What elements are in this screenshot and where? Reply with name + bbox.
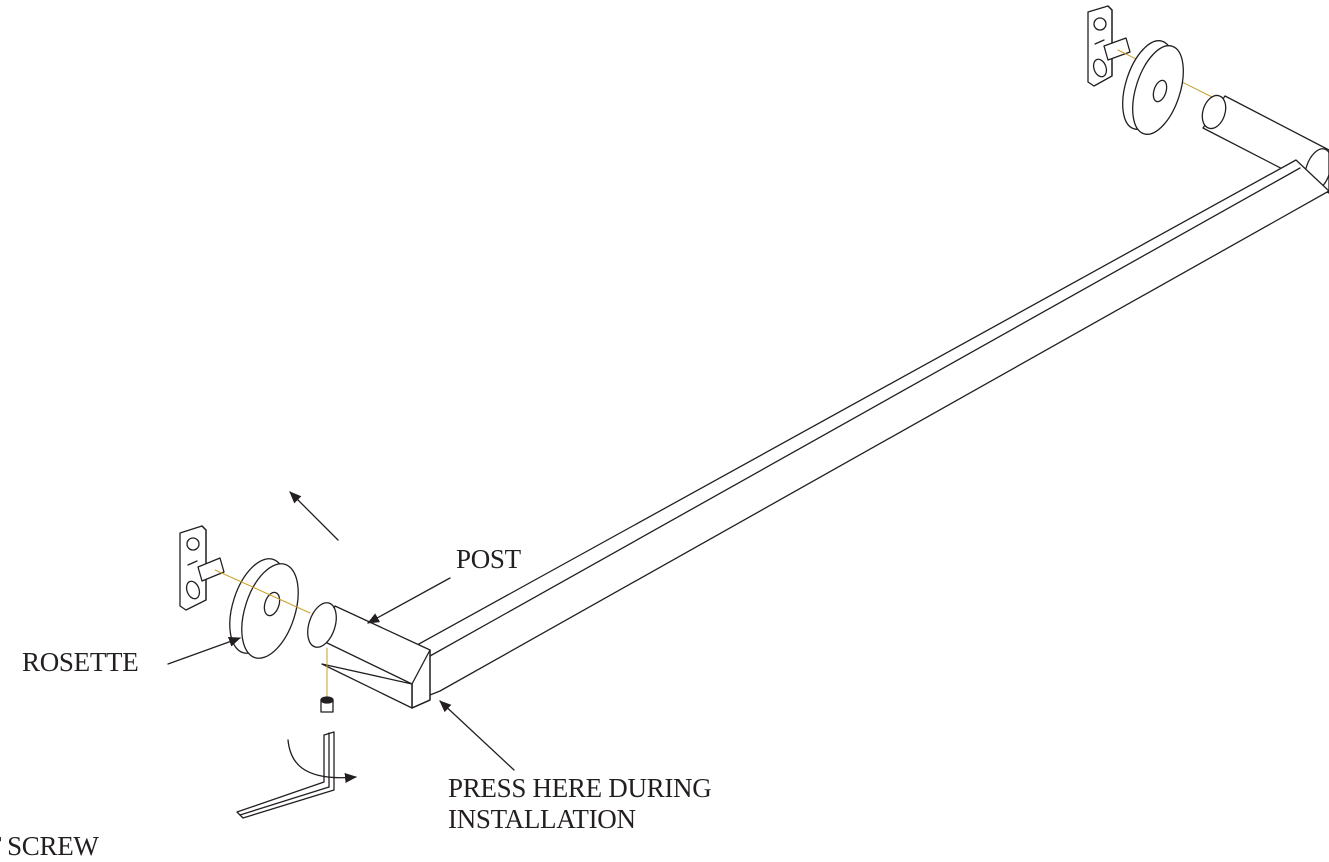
post-label: POST: [456, 544, 521, 574]
press-here-line-2: INSTALLATION: [448, 804, 636, 834]
left-mounting-bracket: [179, 525, 207, 611]
right-rosette: [1122, 40, 1184, 135]
rosette-leader: [167, 637, 241, 665]
callout-leaders: [167, 577, 515, 771]
left-post: [307, 602, 431, 709]
removal-arrow: [289, 491, 339, 541]
press-here-line-1: PRESS HERE DURING: [448, 773, 712, 803]
left-bracket-stud: [197, 557, 225, 582]
rotation-arrow: [287, 739, 357, 783]
hex-key: [236, 731, 335, 819]
left-rosette: [229, 558, 299, 659]
rosette-label: ROSETTE: [22, 647, 139, 677]
towel-bar: [407, 159, 1329, 696]
press-here-label: PRESS HERE DURING INSTALLATION: [448, 773, 712, 835]
right-mounting-bracket: [1087, 5, 1113, 87]
post-leader: [367, 577, 451, 624]
set-screw: [320, 696, 334, 713]
left-assembly-axis: [214, 569, 311, 614]
right-bracket-stud: [1103, 37, 1131, 61]
press-leader: [439, 700, 515, 771]
